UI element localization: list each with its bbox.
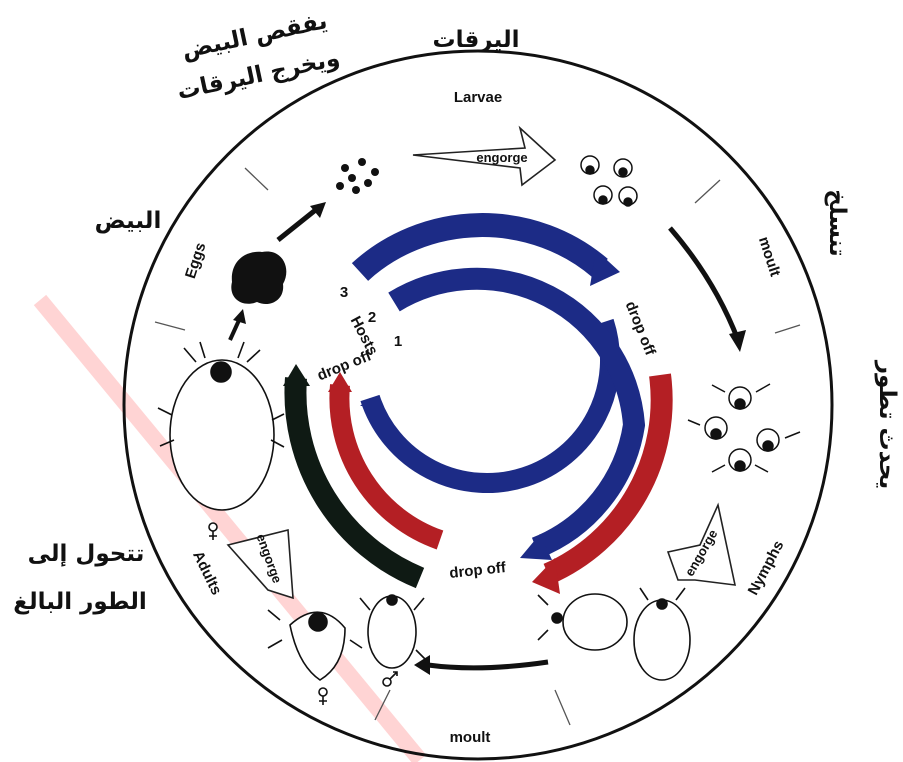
arabic-adults-line2: الطور البالغ (13, 589, 147, 615)
stage-adults-label: Adults (189, 548, 225, 597)
drop-off-right-label: drop off (622, 299, 659, 359)
stage-larvae-label: Larvae (454, 89, 502, 106)
engorge-arrow-top: engorge (413, 128, 555, 185)
host-1-label: 1 (394, 333, 402, 350)
larvae-sketch (581, 156, 637, 206)
host-3-label: 3 (340, 284, 348, 301)
stage-moult-right-label: moult (755, 235, 784, 279)
arabic-adults-line1: تتحول إلى (28, 541, 145, 567)
drop-off-bottom-label: drop off (448, 559, 507, 582)
host-2-label: 2 (368, 309, 376, 326)
nymphs-sketch (688, 384, 800, 472)
hatch-arrow (278, 202, 326, 240)
female-adult-sketch (158, 342, 284, 540)
moult-arrow-bottom (414, 655, 548, 675)
host-arcs (283, 225, 662, 594)
stage-eggs-label: Eggs (182, 241, 210, 281)
engorge-arrow-right: engorge (668, 505, 735, 585)
hatching-larvae-dots (336, 158, 379, 194)
arabic-eggs-label: البيض (95, 208, 162, 234)
arabic-moult-label: تنسلخ (824, 189, 850, 256)
stage-moult-bottom-label: moult (450, 729, 491, 746)
lay-eggs-arrow (230, 309, 246, 340)
engorge-top-label: engorge (476, 150, 527, 165)
arabic-larvae-label: اليرقات (432, 27, 519, 53)
arabic-nymph-line1: يحدث تطور (874, 360, 900, 489)
egg-mass (231, 251, 286, 304)
moult-arrow-right (670, 228, 746, 352)
engorged-nymphs-sketch (538, 588, 690, 680)
